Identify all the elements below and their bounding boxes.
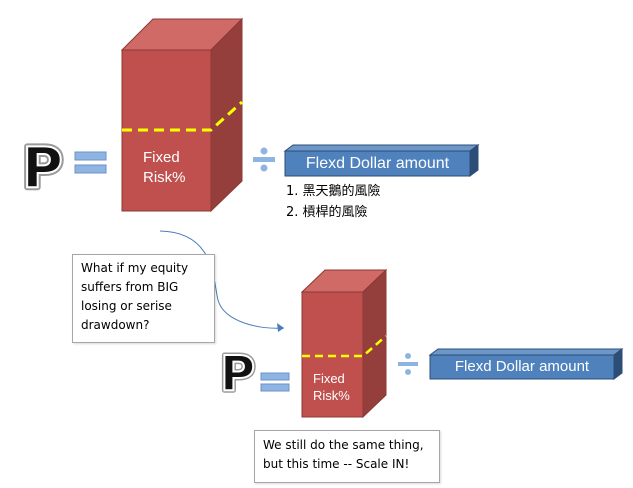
question-callout: What if my equity suffers from BIG losin…	[72, 254, 215, 343]
equals-icon-top	[74, 151, 107, 174]
fixed-risk-box-top	[120, 17, 244, 213]
bar-label-bottom: Flexd Dollar amount	[454, 358, 590, 375]
box-label-top-line1: Fixed	[143, 149, 180, 166]
risk-list: 1. 黑天鵝的風險 2. 槓桿的風險	[286, 181, 381, 223]
divide-icon-bottom	[398, 353, 418, 375]
answer-callout-line2: but this time -- Scale IN!	[263, 457, 410, 471]
dollar-amount-bar-top	[283, 144, 480, 177]
answer-callout: We still do the same thing, but this tim…	[254, 430, 440, 483]
p-symbol-top: P P	[19, 133, 66, 204]
box-label-top-line2: Risk%	[143, 169, 186, 186]
box-label-bottom: Fixed Risk%	[313, 370, 350, 404]
box-label-bottom-line2: Risk%	[313, 388, 350, 403]
svg-text:P: P	[220, 346, 255, 402]
svg-text:P: P	[220, 346, 255, 402]
equals-icon-bottom	[260, 372, 290, 392]
svg-text:P: P	[22, 136, 63, 201]
risk-item: 1. 黑天鵝的風險	[286, 184, 381, 199]
box-label-top: Fixed Risk%	[143, 148, 186, 188]
divide-icon-top	[253, 147, 275, 172]
dollar-amount-bar-bottom	[428, 348, 624, 380]
risk-item: 2. 槓桿的風險	[286, 205, 368, 220]
answer-callout-line1: We still do the same thing,	[263, 438, 424, 452]
bar-label-top: Flexd Dollar amount	[305, 155, 450, 172]
dashed-level-line-bottom	[302, 335, 387, 358]
p-symbol-bottom: P P	[218, 344, 258, 405]
svg-text:P: P	[22, 136, 63, 201]
fixed-risk-box-bottom	[300, 268, 388, 419]
box-label-bottom-line1: Fixed	[313, 371, 345, 386]
curved-arrow-icon	[159, 230, 285, 332]
dashed-level-line-top	[122, 100, 244, 132]
